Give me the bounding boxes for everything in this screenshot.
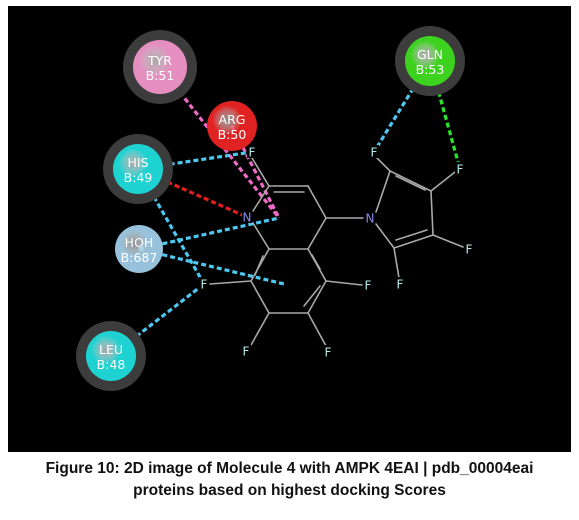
atom-bg-f_c2	[247, 145, 257, 158]
bond-16	[325, 280, 363, 286]
residue-disc-arg50	[207, 101, 257, 151]
atom-bg-f_c6	[323, 345, 333, 358]
residue-number-tyr51: B:51	[146, 68, 175, 83]
residue-disc-tyr51	[133, 40, 187, 94]
bond-29	[430, 171, 456, 192]
bond-22	[389, 170, 432, 192]
bond-5	[252, 222, 270, 250]
bond-21	[375, 170, 391, 213]
residue-number-arg50: B:50	[218, 127, 247, 142]
atom-n1: N	[243, 211, 252, 225]
atom-bg-f_c7	[241, 344, 251, 357]
atom-bg-f_p5	[395, 277, 405, 290]
atom-f_c2: F	[249, 146, 256, 160]
residue-number-his49: B:49	[124, 170, 153, 185]
bond-0	[252, 185, 270, 212]
atom-f_c5: F	[365, 279, 372, 293]
residue-name-leu48: LEU	[99, 342, 123, 357]
bond-23	[430, 190, 434, 236]
atom-n_pyr: N	[366, 212, 375, 226]
residue-number-hoh687: B:687	[121, 250, 158, 265]
bond-24	[393, 234, 434, 249]
bond-15	[251, 157, 270, 187]
residue-name-tyr51: TYR	[147, 53, 172, 68]
caption-line-2: proteins based on highest docking Scores	[133, 482, 446, 499]
bond-18	[250, 312, 270, 346]
atom-f_p5: F	[397, 278, 404, 292]
atom-f_p3: F	[457, 163, 464, 177]
bond-2	[307, 185, 327, 219]
bond-25	[375, 223, 395, 249]
residue-disc-his49	[113, 144, 163, 194]
residue-disc-gln53	[405, 36, 455, 86]
interaction-his49-f_c8	[136, 168, 206, 285]
residue-name-hoh687: HOH	[125, 235, 154, 250]
bond-26	[395, 175, 426, 191]
atom-bg-f_c5	[363, 278, 373, 291]
bond-30	[432, 234, 464, 248]
atom-f_p4: F	[466, 243, 473, 257]
bond-9	[250, 280, 270, 314]
bond-27	[395, 229, 428, 241]
residue-name-gln53: GLN	[417, 47, 443, 62]
residue-number-leu48: B:48	[97, 357, 126, 372]
bond-12	[311, 254, 321, 270]
bond-7	[307, 280, 327, 314]
bond-31	[393, 247, 400, 279]
atom-f_c6: F	[325, 346, 332, 360]
atom-f_p2: F	[371, 146, 378, 160]
figure-caption: Figure 10: 2D image of Molecule 4 with A…	[0, 458, 579, 502]
residue-number-gln53: B:53	[416, 62, 445, 77]
residue-name-his49: HIS	[127, 155, 148, 170]
bond-13	[303, 285, 321, 307]
atom-bg-f_p3	[455, 162, 465, 175]
interaction-hoh687-ring2	[138, 247, 285, 286]
atom-bg-n1	[242, 210, 252, 223]
bond-14	[254, 255, 264, 276]
atom-bg-f_p2	[369, 145, 379, 158]
bond-28	[375, 156, 391, 172]
bond-17	[307, 312, 327, 347]
atom-f_c7: F	[243, 345, 250, 359]
atom-f_c8: F	[201, 278, 208, 292]
residue-name-arg50: ARG	[219, 112, 246, 127]
atom-bg-n_pyr	[365, 211, 375, 224]
residue-disc-leu48	[86, 331, 136, 381]
atom-bg-f_p4	[464, 242, 474, 255]
caption-line-1: Figure 10: 2D image of Molecule 4 with A…	[45, 460, 534, 477]
atom-bg-f_c8	[199, 277, 209, 290]
bond-3	[307, 217, 327, 250]
bond-19	[209, 280, 252, 285]
residue-disc-hoh687	[115, 225, 163, 273]
